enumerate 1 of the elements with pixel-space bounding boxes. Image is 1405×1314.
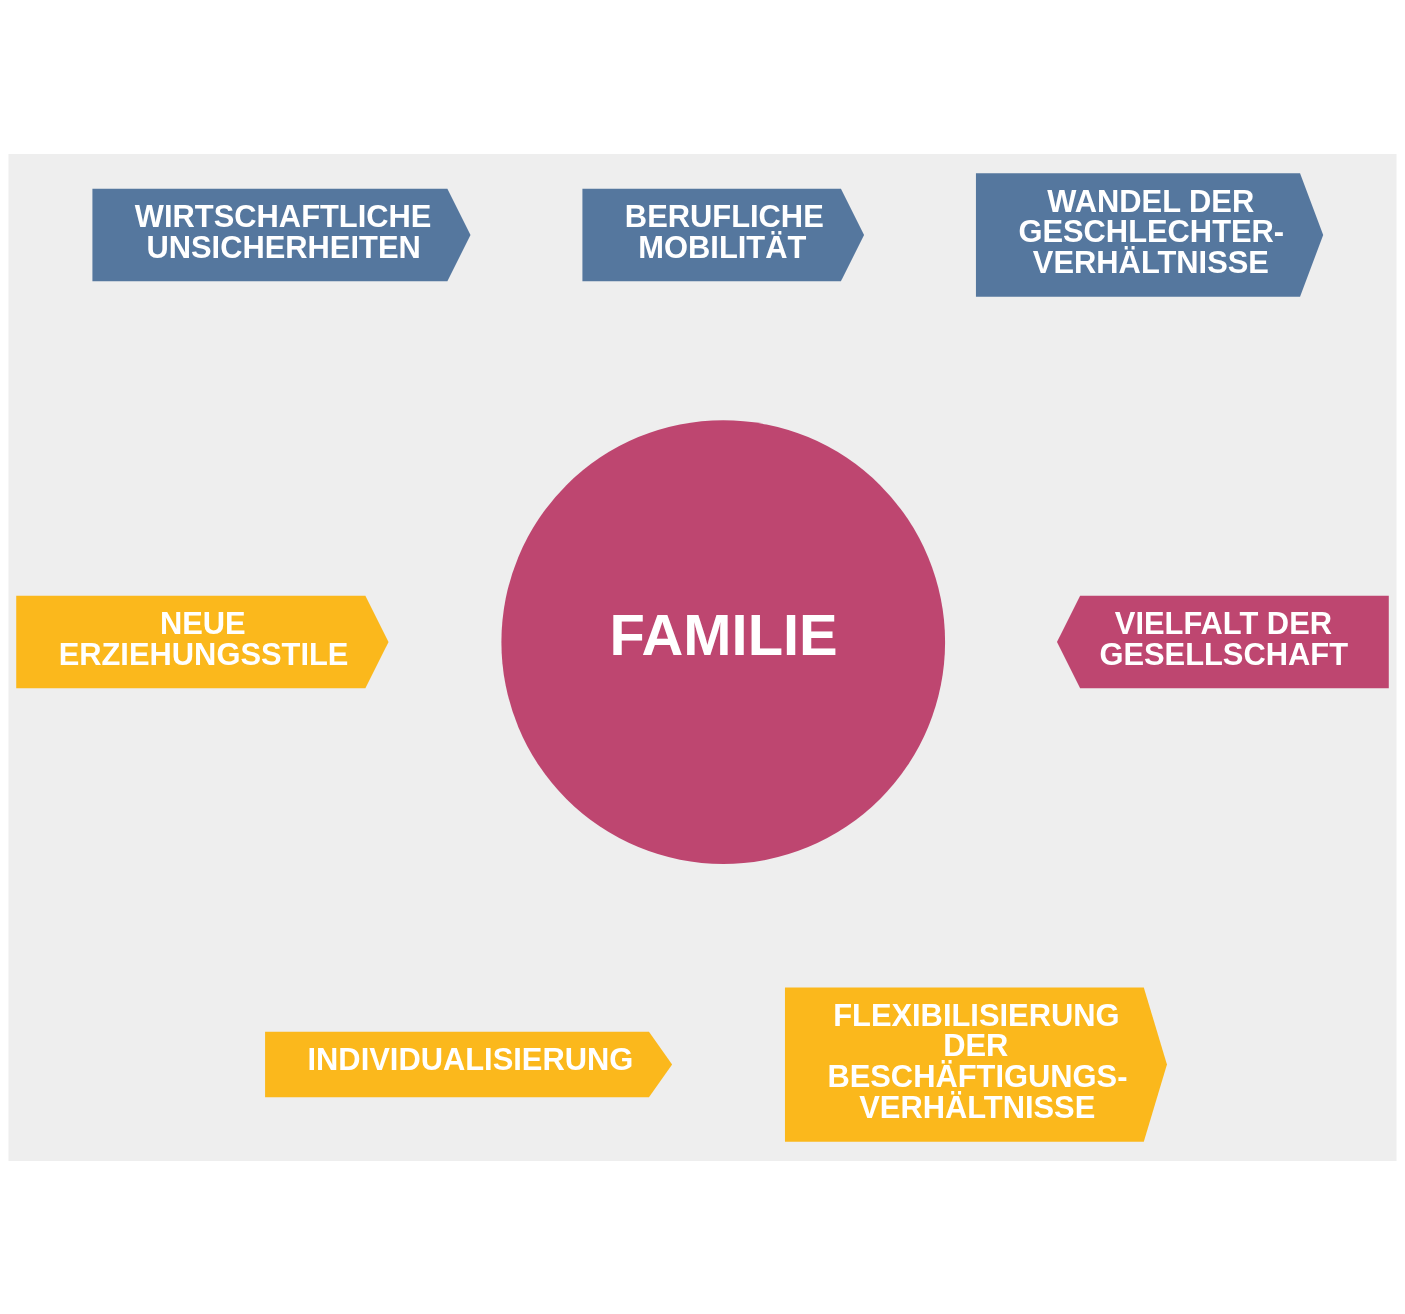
node-circle: FAMILIE: [501, 419, 946, 864]
